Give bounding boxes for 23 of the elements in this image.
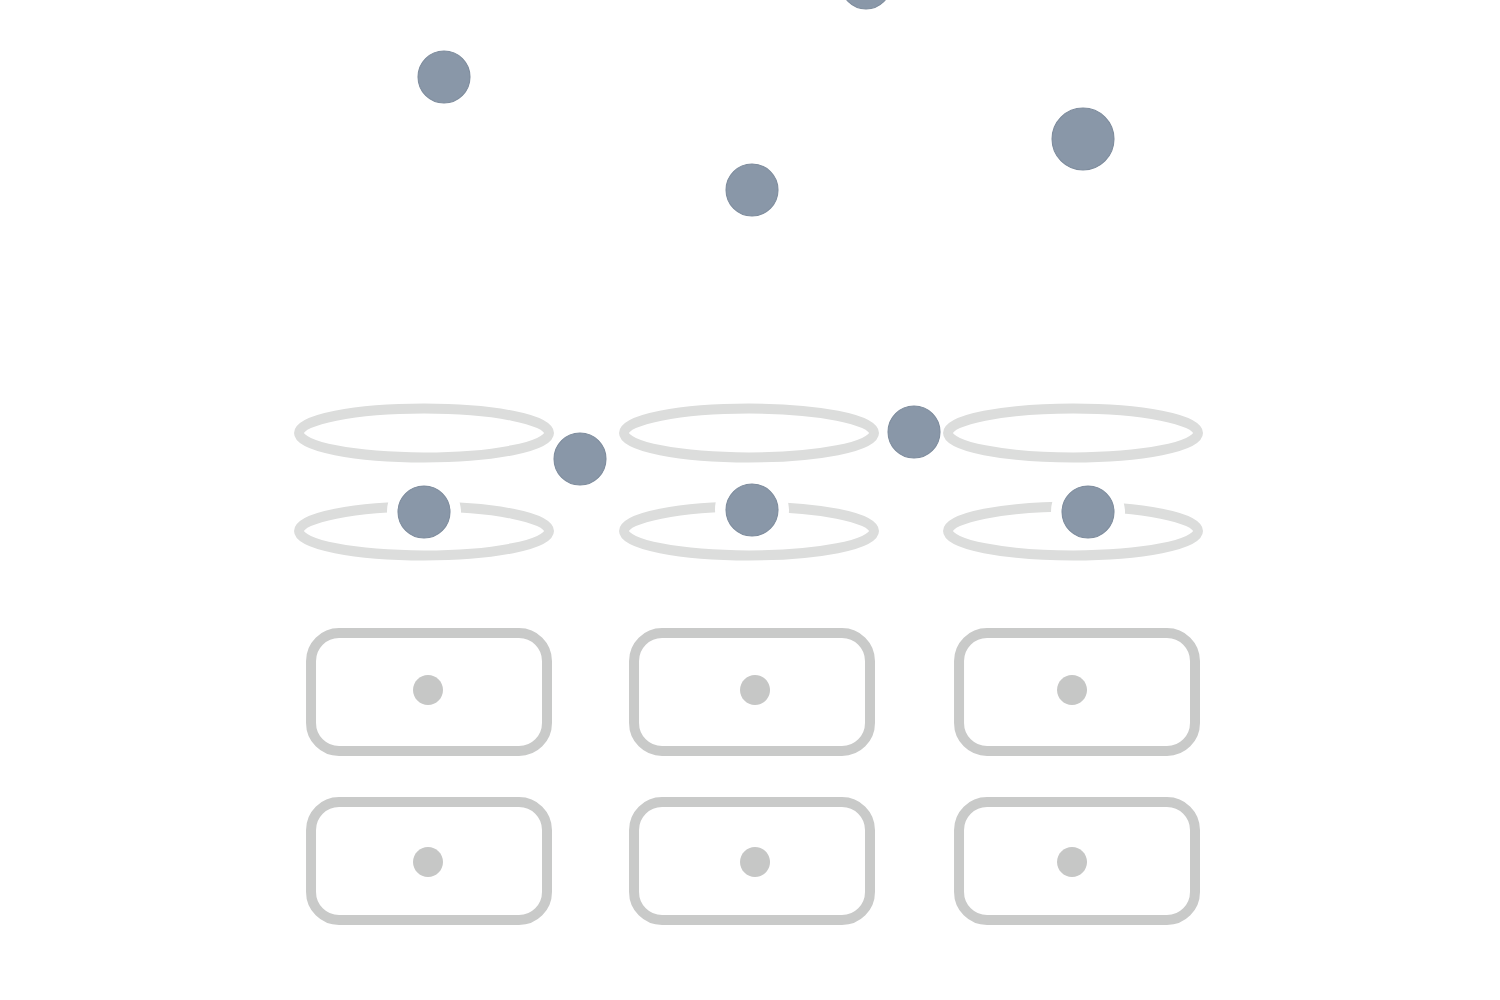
dot: [413, 847, 443, 877]
ball: [887, 405, 941, 459]
ball: [553, 432, 607, 486]
rounded-box: [306, 628, 552, 756]
dot: [1057, 847, 1087, 877]
ball: [1061, 485, 1115, 539]
ball: [725, 483, 779, 537]
ball: [725, 163, 779, 217]
ball: [1051, 107, 1115, 171]
ring: [294, 403, 554, 463]
dot: [740, 847, 770, 877]
dot: [413, 675, 443, 705]
ring: [943, 403, 1203, 463]
rounded-box: [954, 628, 1200, 756]
rounded-box: [629, 797, 875, 925]
ball: [417, 50, 471, 104]
ring: [619, 403, 879, 463]
rounded-box: [629, 628, 875, 756]
rounded-box: [306, 797, 552, 925]
dot: [740, 675, 770, 705]
rounded-box: [954, 797, 1200, 925]
ball: [397, 485, 451, 539]
dot: [1057, 675, 1087, 705]
